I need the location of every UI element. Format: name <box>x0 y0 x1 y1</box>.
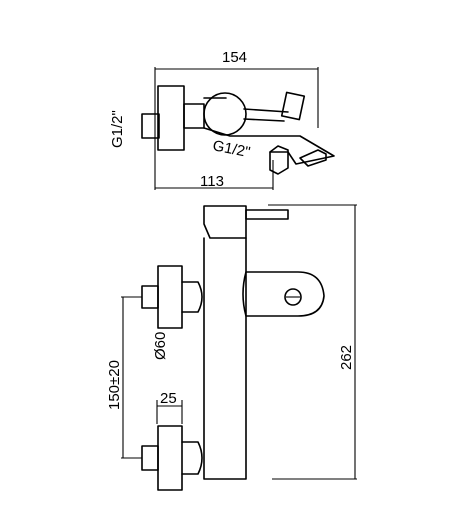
diverter-body <box>242 271 325 317</box>
diameter-label: Ø60 <box>152 332 169 360</box>
handle-knob-top <box>203 92 247 136</box>
connector-nut <box>183 103 205 129</box>
lever-top <box>243 108 289 122</box>
mixer-body-side <box>203 237 247 480</box>
lever-side <box>245 209 289 220</box>
connector-width-label: 25 <box>160 390 177 407</box>
upper-connector-nut <box>181 281 203 313</box>
spout-outlet-top <box>269 145 289 175</box>
inlet-thread-label: G1/2" <box>109 110 126 148</box>
side-view: 262 150±20 Ø60 25 <box>106 204 357 491</box>
upper-connector-block <box>157 265 183 329</box>
depth-dimension-label: 113 <box>200 173 224 190</box>
width-dimension-label: 154 <box>222 49 247 66</box>
height-dimension-label: 262 <box>338 345 355 370</box>
top-view: 154 113 G1/2" G1/2" <box>109 49 335 190</box>
center-distance-dimension: 150±20 <box>106 296 142 459</box>
diverter-top <box>299 149 327 167</box>
lower-inlet-pipe <box>141 445 159 471</box>
height-dimension: 262 <box>268 204 357 480</box>
center-distance-label: 150±20 <box>106 360 123 410</box>
cartridge-cap <box>203 205 247 239</box>
lever-tip-top <box>280 91 306 121</box>
lower-connector-block <box>157 425 183 491</box>
lower-connector-nut <box>181 441 203 475</box>
connector-width-dimension: 25 <box>156 390 183 424</box>
outlet-thread-label: G1/2" <box>211 137 251 161</box>
upper-inlet-pipe <box>141 285 159 309</box>
diverter-knob[interactable] <box>284 288 302 306</box>
depth-dimension: 113 <box>155 160 274 190</box>
inlet-pipe <box>141 113 160 139</box>
width-dimension: 154 <box>154 49 319 190</box>
eccentric-connector <box>157 85 185 151</box>
